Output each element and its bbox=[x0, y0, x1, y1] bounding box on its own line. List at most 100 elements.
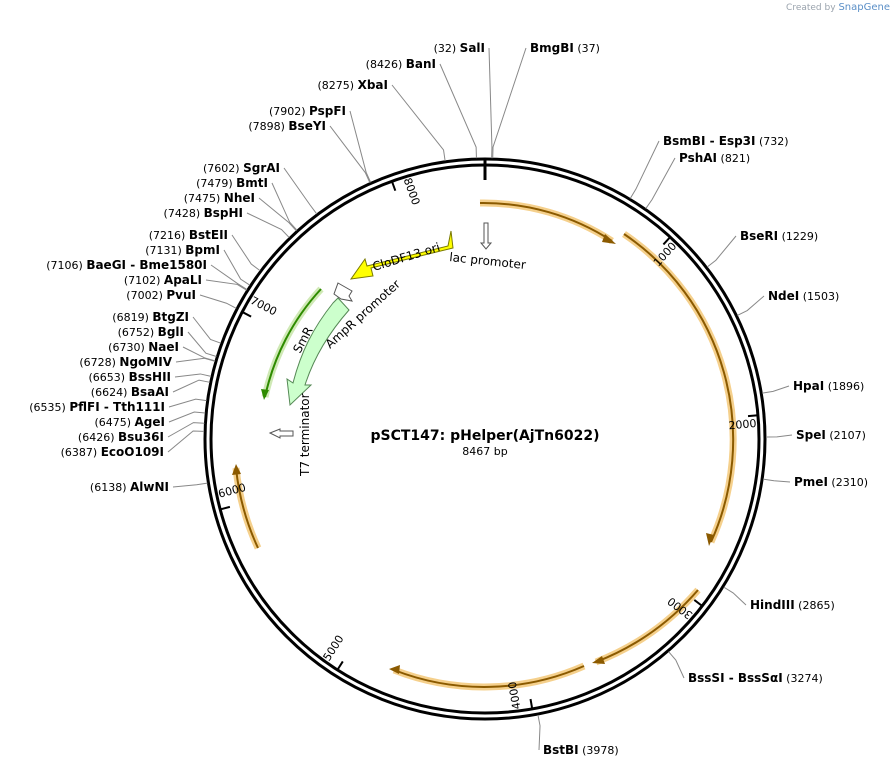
cut-site-label[interactable]: (7102) ApaLI bbox=[124, 273, 202, 287]
backbone-outer bbox=[203, 157, 767, 721]
cut-site-name: NdeI bbox=[768, 289, 799, 303]
cut-site-position: (732) bbox=[755, 135, 788, 148]
smr-arrow bbox=[286, 297, 350, 407]
ruler-tick bbox=[693, 599, 703, 607]
cut-site-name: PshAI bbox=[679, 151, 717, 165]
cut-site-leader bbox=[223, 249, 251, 286]
cut-site-label[interactable]: (7428) BspHI bbox=[164, 206, 243, 220]
orf-arc-3-line bbox=[595, 589, 699, 663]
cut-site-label[interactable]: HpaI (1896) bbox=[793, 379, 864, 393]
cut-site-label[interactable]: BssSI - BssSαI (3274) bbox=[688, 671, 823, 685]
cloDF13-ori-label: CloDF13 ori bbox=[371, 240, 442, 274]
lac-promoter-arrow bbox=[479, 222, 493, 250]
cut-site-position: (7428) bbox=[164, 207, 204, 220]
cut-site-position: (6535) bbox=[29, 401, 69, 414]
cut-site-label[interactable]: BmgBI (37) bbox=[530, 41, 600, 55]
cut-site-name: SpeI bbox=[796, 428, 826, 442]
cut-site-label[interactable]: (6752) BglI bbox=[118, 325, 184, 339]
credit-prefix: Created by bbox=[786, 3, 836, 13]
cut-site-label[interactable]: (32) SalI bbox=[434, 41, 485, 55]
cut-site-name: AlwNI bbox=[130, 480, 169, 494]
cut-site-leader bbox=[391, 84, 446, 161]
cut-site-leader bbox=[645, 157, 676, 209]
orf-arcs bbox=[232, 199, 737, 691]
orf-arc-4-head bbox=[389, 665, 400, 674]
cut-site-label[interactable]: (6138) AlwNI bbox=[90, 480, 169, 494]
cut-site-position: (7216) bbox=[149, 229, 189, 242]
cut-site-name: PvuI bbox=[166, 288, 196, 302]
orf-arc-5-head bbox=[232, 464, 241, 475]
cut-site-label[interactable]: (7602) SgrAI bbox=[203, 161, 280, 175]
cut-site-leader bbox=[167, 422, 205, 438]
cut-site-label[interactable]: (8426) BanI bbox=[366, 57, 436, 71]
cut-site-label[interactable]: (6819) BtgZI bbox=[112, 310, 189, 324]
cut-site-label[interactable]: (7475) NheI bbox=[184, 191, 255, 205]
cut-site-label[interactable]: BseRI (1229) bbox=[740, 229, 818, 243]
cut-site-label[interactable]: (6475) AgeI bbox=[94, 415, 165, 429]
orf-arc-1 bbox=[479, 199, 614, 244]
cut-site-position: (7131) bbox=[145, 244, 185, 257]
cut-site-position: (6730) bbox=[108, 341, 148, 354]
cut-site-label[interactable]: SpeI (2107) bbox=[796, 428, 866, 442]
cut-site-label[interactable]: (7106) BaeGI - Bme1580I bbox=[46, 258, 207, 272]
cut-site-name: SgrAI bbox=[243, 161, 280, 175]
cut-site-name: BstEII bbox=[189, 228, 228, 242]
cut-site-label[interactable]: (6387) EcoO109I bbox=[61, 445, 164, 459]
cut-site-label[interactable]: (6624) BsaAI bbox=[91, 385, 169, 399]
cut-site-name: BtgZI bbox=[152, 310, 189, 324]
cut-site-label[interactable]: (7479) BmtI bbox=[196, 176, 268, 190]
cut-site-label[interactable]: BstBI (3978) bbox=[543, 743, 619, 757]
cut-site-position: (37) bbox=[574, 42, 600, 55]
cut-site-label[interactable]: (7902) PspFI bbox=[269, 104, 346, 118]
cut-site-name: BsaAI bbox=[131, 385, 169, 399]
cut-site-position: (6728) bbox=[79, 356, 119, 369]
cut-site-label[interactable]: NdeI (1503) bbox=[768, 289, 839, 303]
cut-site-leader bbox=[439, 63, 477, 159]
orf-arc-green-line bbox=[264, 288, 322, 398]
cut-site-position: (6624) bbox=[91, 386, 131, 399]
cut-site-position: (6138) bbox=[90, 481, 130, 494]
cut-site-label[interactable]: (8275) XbaI bbox=[318, 78, 388, 92]
cut-site-label[interactable]: (7216) BstEII bbox=[149, 228, 228, 242]
cut-site-label[interactable]: (6535) PflFI - Tth111I bbox=[29, 400, 165, 414]
cut-site-label[interactable]: (6426) Bsu36I bbox=[78, 430, 164, 444]
orf-arc-1-head bbox=[602, 234, 616, 244]
orf-arc-5 bbox=[232, 467, 262, 550]
cut-site-leader bbox=[668, 651, 685, 679]
cut-site-leader bbox=[175, 357, 216, 363]
cut-site-name: SalI bbox=[460, 41, 485, 55]
cut-site-name: NaeI bbox=[148, 340, 179, 354]
cut-site-label[interactable]: BsmBI - Esp3I (732) bbox=[663, 134, 789, 148]
cut-site-position: (6426) bbox=[78, 431, 118, 444]
cut-site-label[interactable]: (7131) BpmI bbox=[145, 243, 220, 257]
orf-arc-green-head bbox=[261, 389, 269, 400]
ruler-tick bbox=[662, 236, 671, 246]
cut-site-name: Bsu36I bbox=[118, 430, 164, 444]
cut-site-name: BseYI bbox=[288, 119, 326, 133]
cut-site-name: ApaLI bbox=[164, 273, 202, 287]
cut-site-label[interactable]: (6728) NgoMIV bbox=[79, 355, 172, 369]
cut-site-label[interactable]: (6730) NaeI bbox=[108, 340, 179, 354]
cloDF13-ori-arrow bbox=[349, 230, 454, 280]
cut-site-leader bbox=[258, 197, 297, 232]
cut-site-position: (7106) bbox=[46, 259, 86, 272]
cut-site-label[interactable]: HindIII (2865) bbox=[750, 598, 835, 612]
cut-site-label[interactable]: (7898) BseYI bbox=[248, 119, 326, 133]
cut-site-label[interactable]: (6653) BssHII bbox=[89, 370, 171, 384]
cut-site-name: BglI bbox=[158, 325, 184, 339]
cut-site-label[interactable]: (7002) PvuI bbox=[126, 288, 196, 302]
cut-site-position: (2865) bbox=[795, 599, 835, 612]
cut-site-position: (1229) bbox=[778, 230, 818, 243]
cut-site-leader bbox=[172, 482, 208, 488]
cut-site-name: BseRI bbox=[740, 229, 778, 243]
cut-site-label[interactable]: PshAI (821) bbox=[679, 151, 750, 165]
ampr-promoter-arrow bbox=[333, 282, 353, 302]
cut-site-leader bbox=[205, 279, 247, 291]
cut-site-name: BspHI bbox=[204, 206, 243, 220]
cut-site-position: (3978) bbox=[579, 744, 619, 757]
cut-site-label[interactable]: PmeI (2310) bbox=[794, 475, 868, 489]
cut-site-position: (7602) bbox=[203, 162, 243, 175]
credit-brand: SnapGene bbox=[838, 2, 890, 13]
cut-site-leader bbox=[199, 294, 237, 309]
cut-site-leader bbox=[492, 47, 527, 159]
